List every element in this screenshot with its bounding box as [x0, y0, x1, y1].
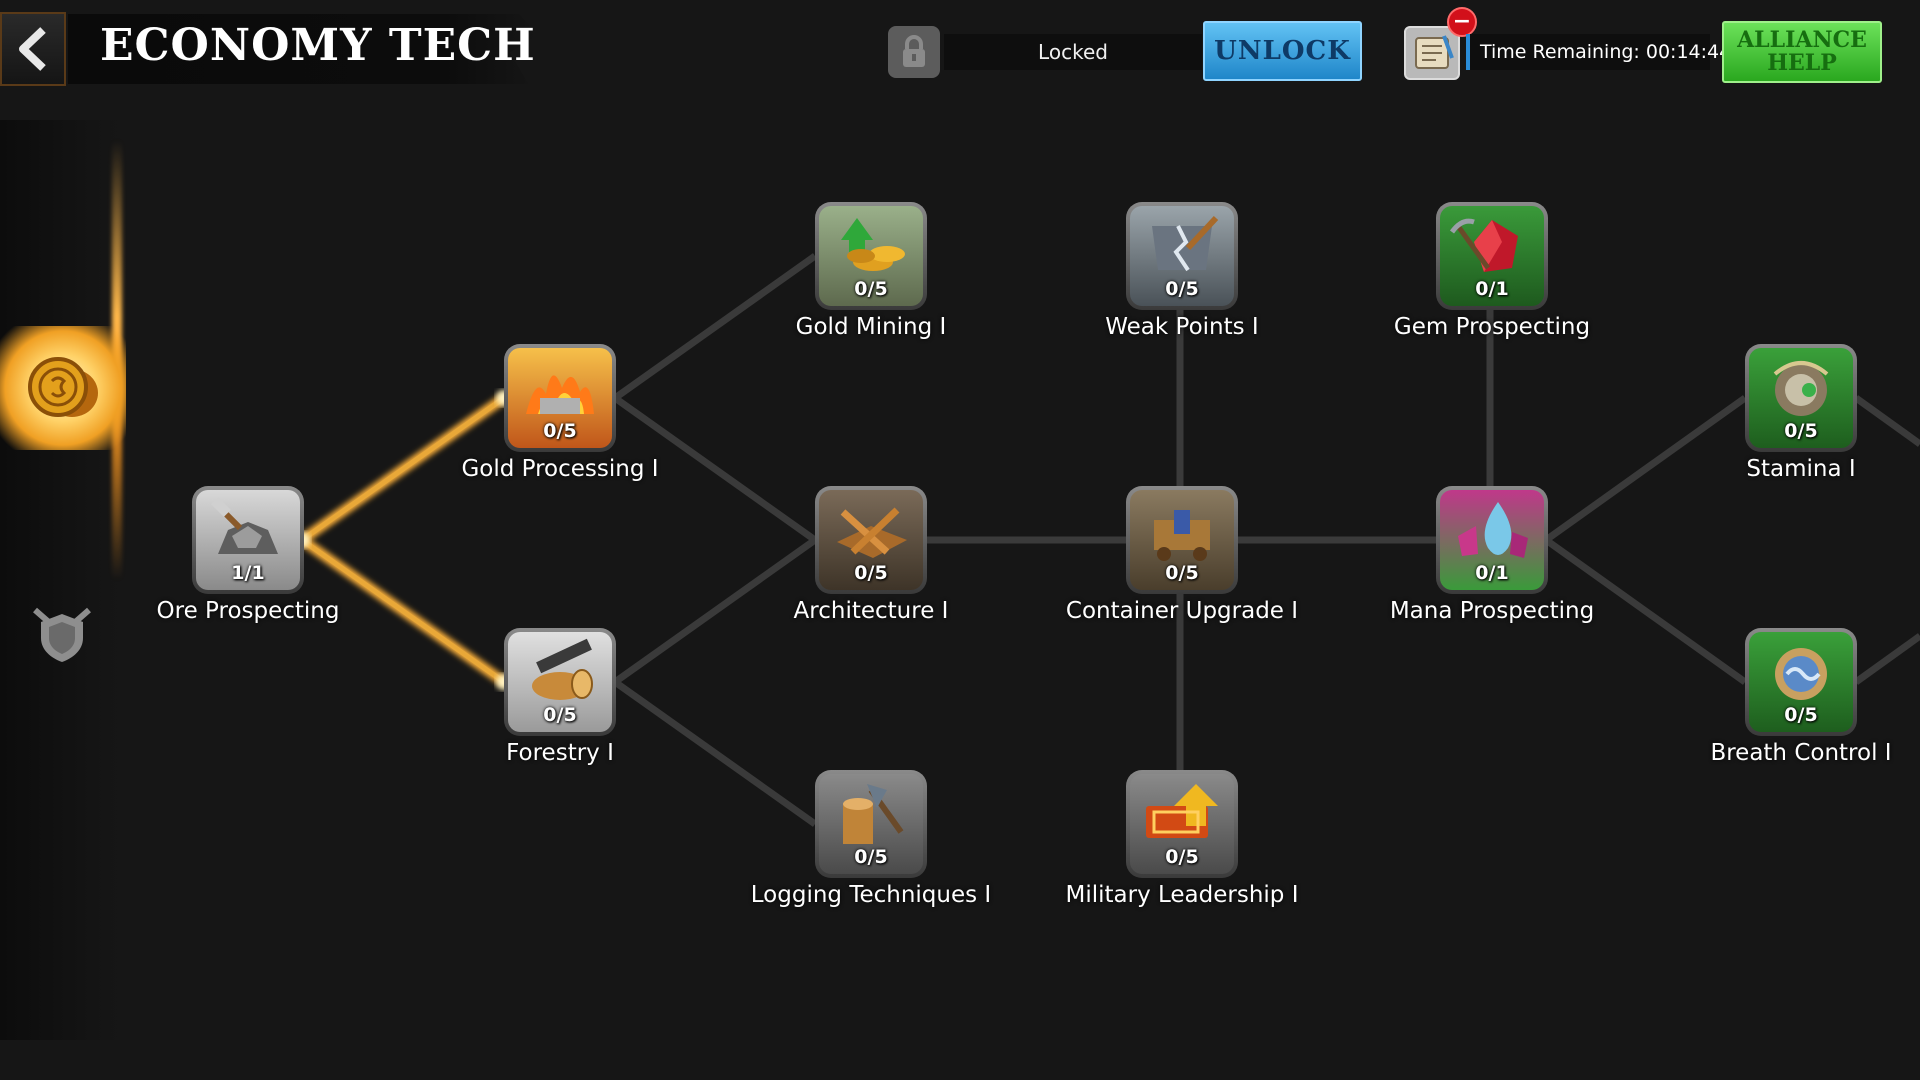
gold-coins-icon [28, 357, 98, 417]
tech-node-container-upgrade[interactable]: 0/5 Container Upgrade I [1066, 486, 1298, 624]
tech-node-forestry[interactable]: 0/5 Forestry I [504, 628, 616, 766]
node-level: 0/5 [1165, 846, 1199, 868]
node-level: 0/5 [1165, 278, 1199, 300]
link-gold-processing-gold-mining [612, 253, 818, 401]
node-level: 0/5 [543, 420, 577, 442]
node-label: Military Leadership I [1065, 882, 1299, 908]
gold-coins-arrow-icon [841, 218, 905, 271]
link-ore-gold-processing [300, 395, 506, 543]
link-breath-offscreen [1853, 633, 1920, 685]
node-label: Ore Prospecting [156, 598, 340, 624]
ore-rocks-icon [211, 497, 278, 554]
tech-node-architecture[interactable]: 0/5 Architecture I [794, 486, 948, 624]
node-label: Container Upgrade I [1065, 598, 1299, 624]
link-forestry-architecture [612, 537, 818, 685]
cancel-research-icon[interactable]: − [1447, 7, 1477, 37]
link-mana-stamina [1543, 395, 1748, 543]
stamina-icon [1773, 361, 1829, 416]
lock-icon [903, 35, 925, 67]
tech-node-mana-prospecting[interactable]: 0/1 Mana Prospecting [1390, 486, 1594, 624]
node-label: Mana Prospecting [1389, 598, 1595, 624]
tech-node-stamina[interactable]: 0/5 Stamina I [1745, 344, 1857, 482]
back-button[interactable] [0, 12, 66, 86]
node-level: 0/5 [1784, 420, 1818, 442]
node-level: 0/1 [1475, 278, 1509, 300]
chevron-left-icon [19, 27, 46, 71]
exp-arrow-icon [1146, 784, 1218, 838]
lock-icon-slot [888, 26, 940, 78]
node-label: Architecture I [793, 598, 949, 624]
mana-crystal-icon [1458, 502, 1528, 558]
title-banner [68, 14, 538, 84]
cart-icon [1154, 510, 1210, 561]
link-stamina-offscreen [1853, 395, 1920, 447]
node-level: 0/5 [543, 704, 577, 726]
shield-swords-icon [33, 607, 91, 662]
node-label: Gem Prospecting [1393, 314, 1591, 340]
tech-node-gold-processing[interactable]: 0/5 Gold Processing I [461, 344, 659, 482]
gold-furnace-icon [526, 375, 594, 414]
tech-node-weak-points[interactable]: 0/5 Weak Points I [1105, 202, 1259, 340]
node-label: Stamina I [1746, 456, 1856, 482]
link-ore-forestry [300, 537, 506, 685]
time-remaining: Time Remaining: 00:14:44 [1466, 34, 1731, 70]
broken-armor-icon [1152, 215, 1219, 272]
tech-node-logging-techniques[interactable]: 0/5 Logging Techniques I [751, 770, 991, 908]
tech-node-gold-mining[interactable]: 0/5 Gold Mining I [796, 202, 946, 340]
tech-node-military-leadership[interactable]: 0/5 Military Leadership I [1065, 770, 1299, 908]
tech-node-gem-prospecting[interactable]: 0/1 Gem Prospecting [1394, 202, 1590, 340]
tech-node-breath-control[interactable]: 0/5 Breath Control I [1710, 628, 1892, 766]
node-level: 0/5 [854, 278, 888, 300]
link-mana-breath [1543, 537, 1748, 685]
wood-frame-icon [837, 507, 907, 558]
breath-icon [1775, 648, 1827, 700]
node-level: 0/5 [854, 562, 888, 584]
sidebar-tab-economy[interactable] [0, 326, 126, 450]
node-label: Gold Mining I [795, 314, 947, 340]
inactive-links [612, 253, 1920, 827]
link-gold-processing-architecture [612, 395, 818, 543]
node-level: 0/1 [1475, 562, 1509, 584]
link-forestry-logging [612, 679, 818, 827]
page-title: ECONOMY TECH [100, 20, 536, 71]
node-label: Forestry I [506, 740, 614, 766]
node-level: 0/5 [1784, 704, 1818, 726]
research-scroll-icon[interactable] [1404, 26, 1460, 80]
log-saw-icon [532, 638, 593, 700]
node-label: Breath Control I [1710, 740, 1892, 766]
node-label: Logging Techniques I [750, 882, 992, 908]
red-gem-pickaxe-icon [1449, 218, 1518, 272]
sidebar-tab-military[interactable] [24, 600, 100, 670]
node-label: Gold Processing I [461, 456, 659, 482]
tech-node-ore-prospecting[interactable]: 1/1 Ore Prospecting [157, 486, 339, 624]
node-label: Weak Points I [1105, 314, 1259, 340]
active-links [294, 390, 512, 690]
unlock-button[interactable]: UNLOCK [1203, 21, 1362, 81]
node-level: 0/5 [1165, 562, 1199, 584]
axe-stump-icon [843, 784, 904, 844]
node-level: 0/5 [854, 846, 888, 868]
category-sidebar [0, 120, 130, 1040]
lock-status: Locked [944, 34, 1202, 70]
alliance-help-button[interactable]: ALLIANCE HELP [1722, 21, 1882, 83]
node-level: 1/1 [231, 562, 265, 584]
